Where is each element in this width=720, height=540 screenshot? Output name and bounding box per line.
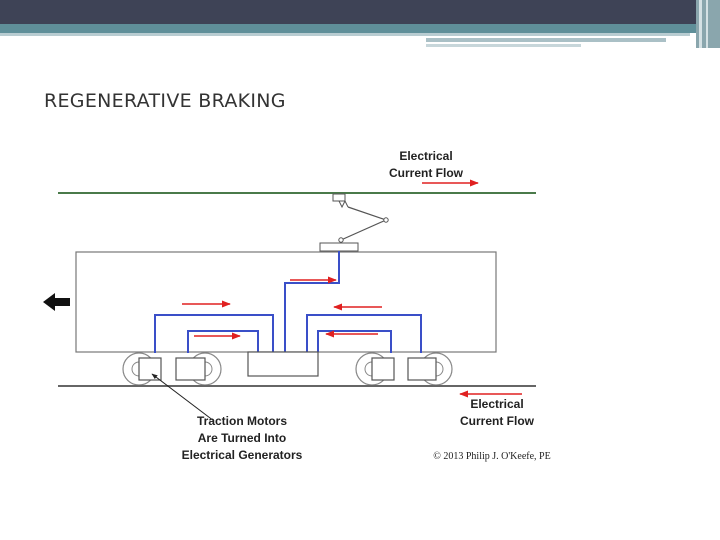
controller-box bbox=[247, 351, 319, 377]
header-bar bbox=[0, 0, 720, 24]
right-truck bbox=[355, 352, 453, 386]
header-accent-line-short bbox=[426, 44, 581, 47]
bottom-current-label-line1: Electrical bbox=[470, 397, 523, 411]
header-stripe-light bbox=[0, 33, 690, 36]
bottom-current-label-line2: Current Flow bbox=[460, 414, 535, 428]
top-current-label-line1: Electrical bbox=[399, 149, 452, 163]
motors-label-line3: Electrical Generators bbox=[182, 448, 303, 462]
pantograph bbox=[319, 193, 389, 252]
slide-title: REGENERATIVE BRAKING bbox=[44, 90, 286, 112]
motors-label-line2: Are Turned Into bbox=[198, 431, 286, 445]
motor-pointer-arrow bbox=[151, 373, 215, 422]
motors-label-line1: Traction Motors bbox=[197, 414, 287, 428]
header-accent-line bbox=[426, 38, 666, 42]
header-stripe bbox=[0, 24, 720, 33]
header-accent-block bbox=[696, 0, 720, 48]
circuit-wiring bbox=[154, 251, 422, 353]
top-current-label-line2: Current Flow bbox=[389, 166, 464, 180]
direction-arrow-icon bbox=[43, 293, 70, 311]
internal-current-arrows bbox=[182, 276, 382, 340]
copyright-text: © 2013 Philip J. O'Keefe, PE bbox=[433, 451, 550, 462]
left-truck bbox=[122, 352, 222, 386]
